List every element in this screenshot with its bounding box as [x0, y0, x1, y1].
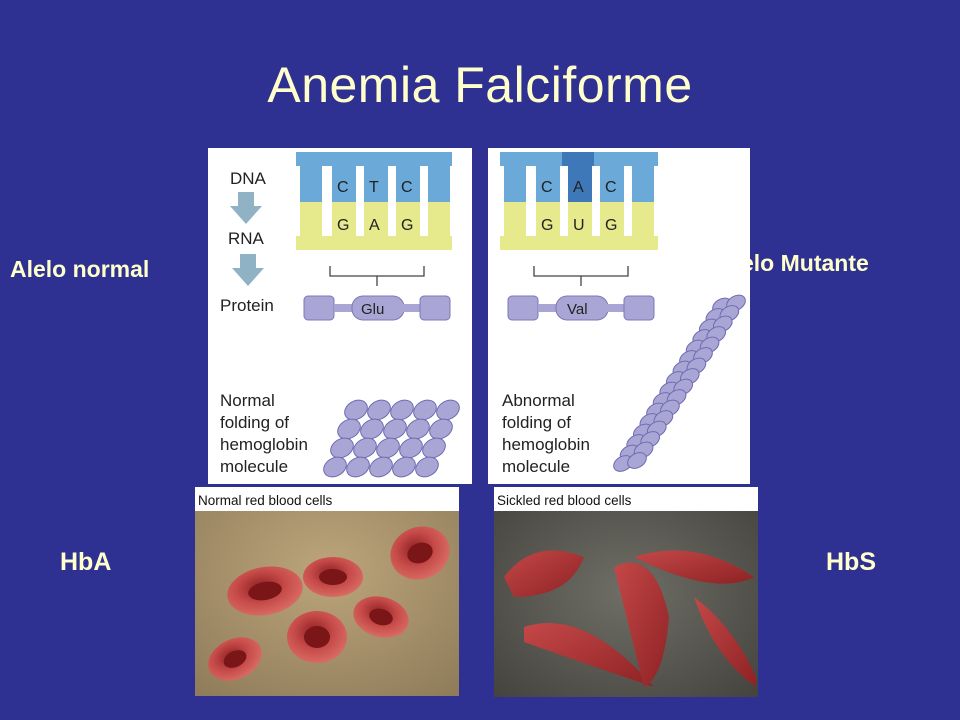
hemoglobin-molecule [330, 437, 354, 459]
amino-acid-label: Glu [361, 301, 384, 318]
dna-strand [500, 152, 658, 202]
sickle-cell [614, 562, 669, 687]
hemoglobin-molecule [406, 418, 430, 440]
codon-bracket [533, 266, 629, 286]
sickle-cell [504, 550, 584, 597]
hemoglobin-molecule [337, 418, 361, 440]
normal-cell [287, 611, 347, 663]
hemoglobin-molecule [367, 399, 391, 421]
folding-text-line: Abnormal [502, 391, 575, 410]
rna-base: G [401, 217, 413, 234]
sickled-red-blood-cells-photo: Sickled red blood cells [494, 487, 758, 697]
folding-text-line: folding of [220, 413, 289, 432]
label-hba: HbA [60, 548, 112, 576]
label-hbs: HbS [826, 548, 876, 576]
dna-base: A [573, 179, 584, 196]
folding-text-line: folding of [502, 413, 571, 432]
protein-label: Protein [220, 296, 274, 315]
hemoglobin-molecule [346, 456, 370, 478]
folding-text-line: Normal [220, 391, 275, 410]
arrow-down-icon [232, 254, 264, 286]
label-normal-allele: Alelo normal [10, 256, 150, 282]
hemoglobin-molecule [323, 456, 347, 478]
dna-base: T [369, 179, 379, 196]
normal-cell [227, 566, 303, 616]
dna-strand [296, 152, 452, 202]
dna-label: DNA [230, 169, 267, 188]
photo-caption: Normal red blood cells [195, 487, 459, 511]
rna-base: U [573, 217, 585, 234]
slide-title: Anemia Falciforme [267, 57, 693, 113]
dna-base: C [605, 179, 617, 196]
hemoglobin-molecule [369, 456, 393, 478]
normal-cell [390, 526, 450, 580]
rna-strand [296, 202, 452, 250]
sickle-cell [694, 597, 756, 687]
hemoglobin-molecule [422, 437, 446, 459]
hemoglobin-molecule [415, 456, 439, 478]
folding-text-line: molecule [502, 457, 570, 476]
photo-caption: Sickled red blood cells [494, 487, 758, 511]
hemoglobin-molecule [376, 437, 400, 459]
folding-text-line: hemoglobin [220, 435, 308, 454]
protein-chain [507, 295, 655, 321]
hemoglobin-molecule [392, 456, 416, 478]
arrow-down-icon [230, 192, 262, 224]
normal-gene-diagram: DNA RNA Protein C T C G A G [208, 148, 472, 484]
dna-base: C [541, 179, 553, 196]
rna-base: G [337, 217, 349, 234]
protein-chain [303, 295, 451, 321]
hemoglobin-molecule [429, 418, 453, 440]
sickle-cell [634, 550, 754, 584]
rna-base: G [541, 217, 553, 234]
hemoglobin-molecule [390, 399, 414, 421]
normal-hemoglobin-lattice [323, 399, 460, 478]
hemoglobin-molecule [413, 399, 437, 421]
hemoglobin-molecule [399, 437, 423, 459]
hemoglobin-molecule [436, 399, 460, 421]
mutant-gene-diagram: C A C G U G Val Abnormal folding of hemo… [488, 148, 750, 484]
rna-base: G [605, 217, 617, 234]
amino-acid-label: Val [567, 301, 588, 318]
normal-red-blood-cells-photo: Normal red blood cells [195, 487, 459, 696]
rna-base: A [369, 217, 380, 234]
rna-strand [500, 202, 658, 250]
normal-cell [208, 637, 262, 681]
hemoglobin-molecule [627, 452, 647, 469]
dna-base: C [401, 179, 413, 196]
sickle-cell [524, 623, 654, 687]
hemoglobin-molecule [383, 418, 407, 440]
dna-base: C [337, 179, 349, 196]
rna-label: RNA [228, 229, 265, 248]
codon-bracket [329, 266, 425, 286]
hemoglobin-molecule [344, 399, 368, 421]
hemoglobin-molecule [353, 437, 377, 459]
hemoglobin-molecule [360, 418, 384, 440]
normal-cell [303, 557, 363, 597]
folding-text-line: hemoglobin [502, 435, 590, 454]
normal-cell [353, 596, 409, 638]
folding-text-line: molecule [220, 457, 288, 476]
sickle-hemoglobin-fiber [613, 294, 746, 472]
